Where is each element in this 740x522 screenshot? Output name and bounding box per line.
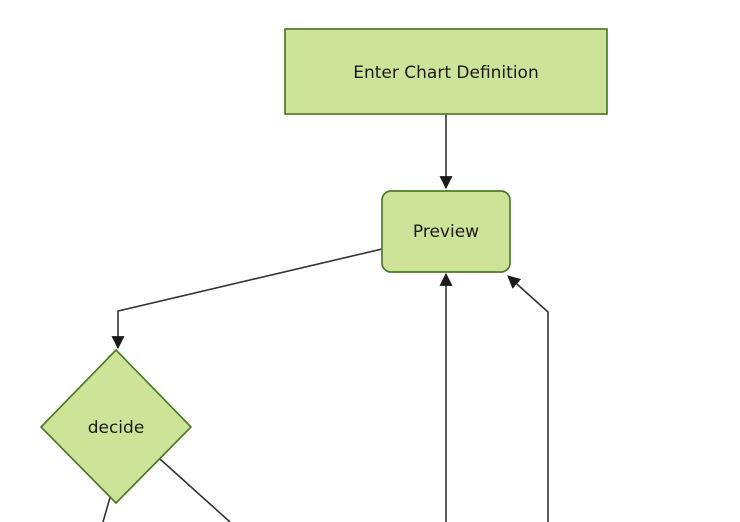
- node-decide-shape: [39, 348, 193, 505]
- node-decide-label: decide: [88, 418, 145, 438]
- node-enter-chart-definition-shape: [284, 28, 608, 115]
- edge-preview-to-decide: [111, 248, 383, 350]
- node-preview-shape: [381, 190, 511, 273]
- node-enter-chart-definition: Enter Chart Definition: [284, 28, 608, 115]
- node-enter-chart-definition-label: Enter Chart Definition: [353, 63, 538, 83]
- node-preview-label: Preview: [413, 222, 479, 242]
- node-preview: Preview: [381, 190, 511, 273]
- node-decide: decide: [39, 348, 193, 505]
- edge-offscreen-to-preview-corner: [507, 275, 549, 522]
- edge-decide-to-offscreen-right: [149, 449, 231, 522]
